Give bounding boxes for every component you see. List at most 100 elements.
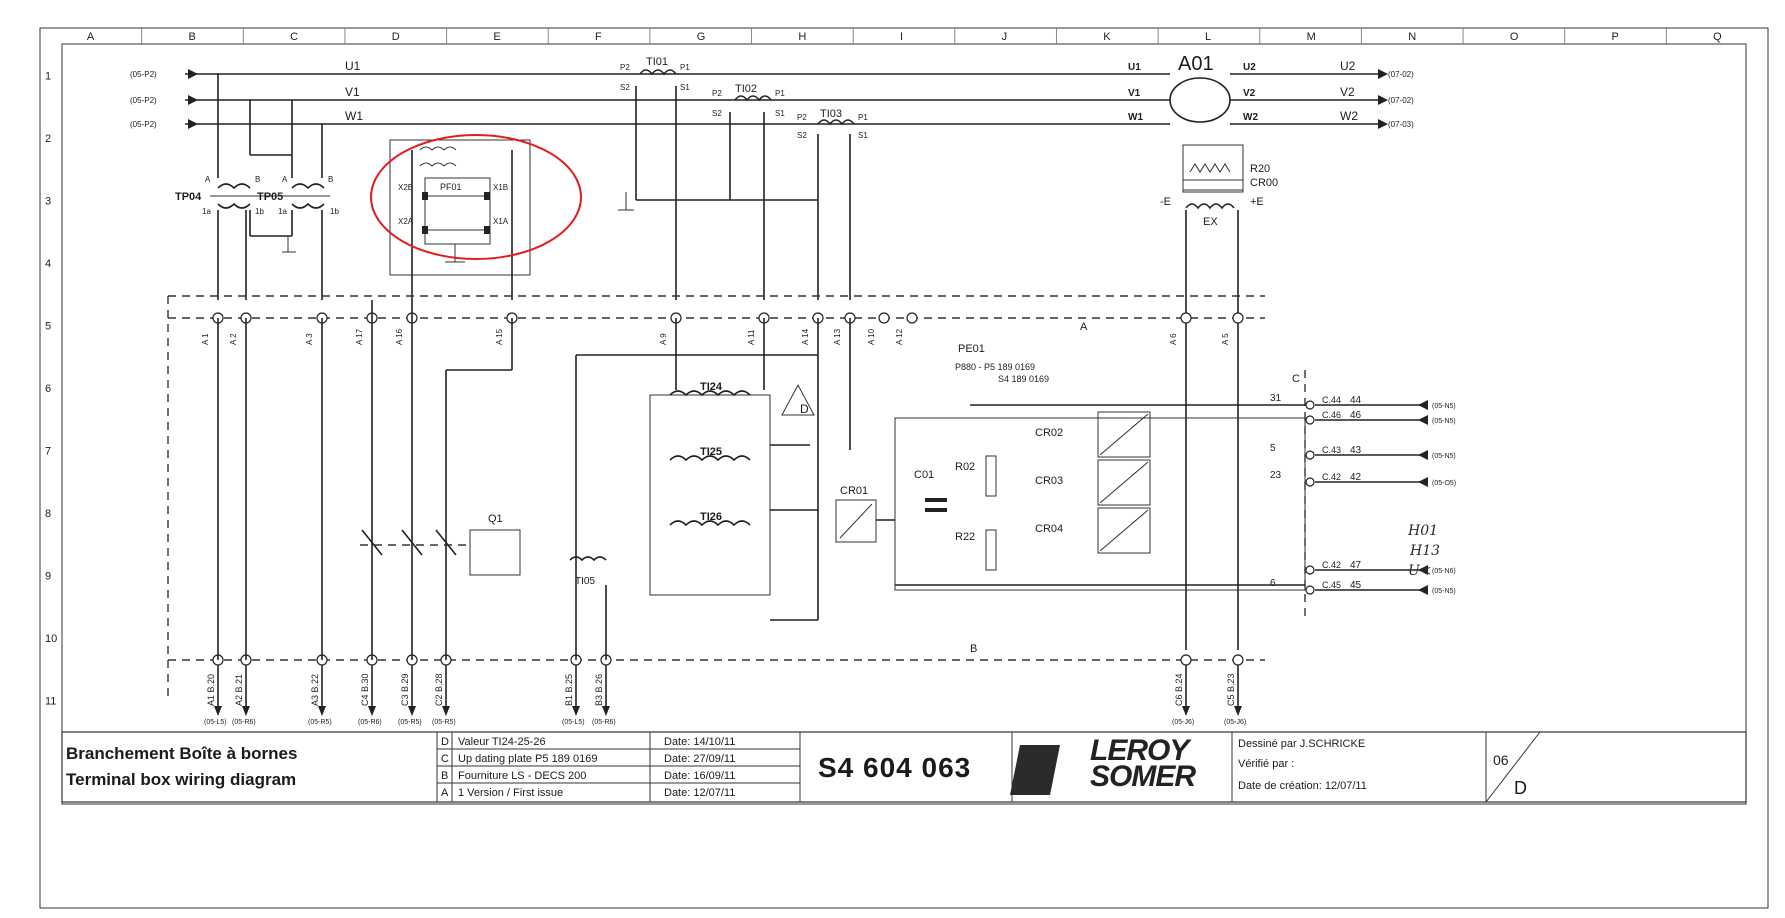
- company-logo: LEROY SOMER: [1090, 734, 1196, 793]
- ti03-p2: P2: [797, 113, 807, 122]
- column-label: J: [1002, 31, 1008, 43]
- drawn-by: Dessiné par J.SCHRICKE: [1238, 738, 1366, 750]
- ti03-p1: P1: [858, 113, 868, 122]
- revision-date: Date: 27/09/11: [664, 753, 736, 765]
- bottom-terminal-strip: A1 B.20(05-L5)A2 B.21(05-R6)A3 B.22(05-R…: [204, 654, 1246, 726]
- row-label: 11: [45, 696, 56, 708]
- terminal-top: [878, 312, 890, 324]
- column-label: L: [1205, 31, 1211, 43]
- ti02-label: TI02: [735, 83, 757, 95]
- terminal-bottom-label: B3 B.26: [594, 674, 604, 706]
- terminal-top: [1232, 312, 1244, 324]
- right-terminal-num: 5: [1270, 443, 1276, 454]
- column-label: C: [290, 31, 298, 43]
- row-label: 2: [45, 133, 51, 145]
- row-label: 3: [45, 195, 51, 207]
- x1b-label: X1B: [493, 183, 508, 192]
- u1-source-ref: (05-P2): [130, 70, 157, 79]
- pf01-label: PF01: [440, 182, 462, 192]
- ti01-p2: P2: [620, 63, 630, 72]
- right-terminal-value: 45: [1350, 580, 1362, 591]
- terminal-bottom: [1180, 654, 1192, 666]
- row-label: 9: [45, 571, 51, 583]
- terminal-wires: [217, 300, 851, 660]
- ti24-label: TI24: [700, 381, 723, 393]
- right-terminal: [1305, 585, 1315, 595]
- row-label: 10: [45, 633, 57, 645]
- current-transformers: TI01 P2 P1 S2 S1 TI02 P2 P1 S2 S1 TI03 P…: [618, 56, 868, 300]
- right-terminal-label: C.44: [1322, 395, 1341, 405]
- column-label: O: [1510, 31, 1519, 43]
- column-label: I: [900, 31, 903, 43]
- v2-dest-ref: (07-02): [1388, 96, 1414, 105]
- column-label: Q: [1713, 31, 1722, 43]
- ti02-p1: P1: [775, 89, 785, 98]
- terminal-bottom-label: C5 B.23: [1226, 673, 1236, 706]
- right-terminal-num: 23: [1270, 470, 1282, 481]
- terminal-bottom-ref: (05-J6): [1172, 719, 1194, 726]
- pe01-label: PE01: [958, 343, 985, 355]
- right-terminal-value: 46: [1350, 410, 1362, 421]
- sheet-number: 06: [1493, 752, 1509, 768]
- zone-b-label: B: [970, 643, 977, 655]
- tp05-label: TP05: [257, 191, 283, 203]
- handnote-1: H01: [1408, 523, 1439, 539]
- right-terminal: [1305, 400, 1315, 410]
- cr04-label: CR04: [1035, 523, 1063, 535]
- right-terminal-label: C.46: [1322, 410, 1341, 420]
- voltage-transformers: TP04 TP05 A B A B 1a 1b 1a 1b: [175, 74, 339, 300]
- terminal-top-label: A 14: [801, 328, 810, 345]
- terminal-top-label: A 6: [1169, 333, 1178, 345]
- motor-w1: W1: [1128, 112, 1143, 123]
- w1-label: W1: [345, 109, 363, 123]
- terminal-top-label: A 15: [495, 328, 504, 345]
- ti03-s1: S1: [858, 131, 868, 140]
- terminal-bottom-label: C3 B.29: [400, 673, 410, 706]
- tp05-1a: 1a: [278, 207, 287, 216]
- revision-date: Date: 12/07/11: [664, 787, 736, 799]
- zone-c-label: C: [1292, 373, 1300, 385]
- column-label: H: [798, 31, 806, 43]
- revision-text: Fourniture LS - DECS 200: [458, 770, 587, 782]
- terminal-top-label: A 16: [395, 328, 404, 345]
- sheet-frame: [39, 27, 1769, 909]
- terminal-bottom-ref: (05-L5): [204, 719, 227, 726]
- handnote-3: U<: [1408, 563, 1432, 579]
- tp05-b: B: [328, 175, 333, 184]
- terminal-bottom-ref: (05-R5): [398, 719, 422, 726]
- ex-label: EX: [1203, 216, 1218, 228]
- title-block: [61, 731, 1747, 803]
- motor-label: A01: [1178, 53, 1214, 75]
- right-terminal-value: 42: [1350, 472, 1362, 483]
- right-terminal-ref: (05-N5): [1432, 588, 1456, 595]
- x2a-label: X2A: [398, 217, 414, 226]
- ti03-s2: S2: [797, 131, 807, 140]
- d-marker: D: [800, 402, 809, 416]
- column-label: A: [87, 31, 95, 43]
- right-terminal-value: 43: [1350, 445, 1362, 456]
- terminal-bottom-label: C4 B.30: [360, 673, 370, 706]
- right-terminal: [1305, 450, 1315, 460]
- right-terminal-value: 44: [1350, 395, 1362, 406]
- ti05-label: TI05: [575, 576, 595, 587]
- right-terminal-label: C.42: [1322, 472, 1341, 482]
- row-label: 8: [45, 508, 51, 520]
- tp05-a: A: [282, 175, 288, 184]
- terminal-bottom-label: A3 B.22: [310, 674, 320, 706]
- r20-label: R20: [1250, 163, 1270, 175]
- revision-date: Date: 14/10/11: [664, 736, 736, 748]
- right-terminal: [1305, 565, 1315, 575]
- column-label: G: [697, 31, 706, 43]
- tp04-label: TP04: [175, 191, 202, 203]
- filter-pf01: PF01 X2B X1B X2A X1A: [389, 139, 531, 300]
- column-label: N: [1408, 31, 1416, 43]
- cr00-label: CR00: [1250, 177, 1278, 189]
- right-terminal-num: 6: [1270, 578, 1276, 589]
- terminal-bottom-label: B1 B.25: [564, 674, 574, 706]
- column-label: B: [188, 31, 195, 43]
- terminal-bottom-ref: (05-R5): [308, 719, 332, 726]
- terminal-top: [906, 312, 918, 324]
- row-label: 4: [45, 258, 51, 270]
